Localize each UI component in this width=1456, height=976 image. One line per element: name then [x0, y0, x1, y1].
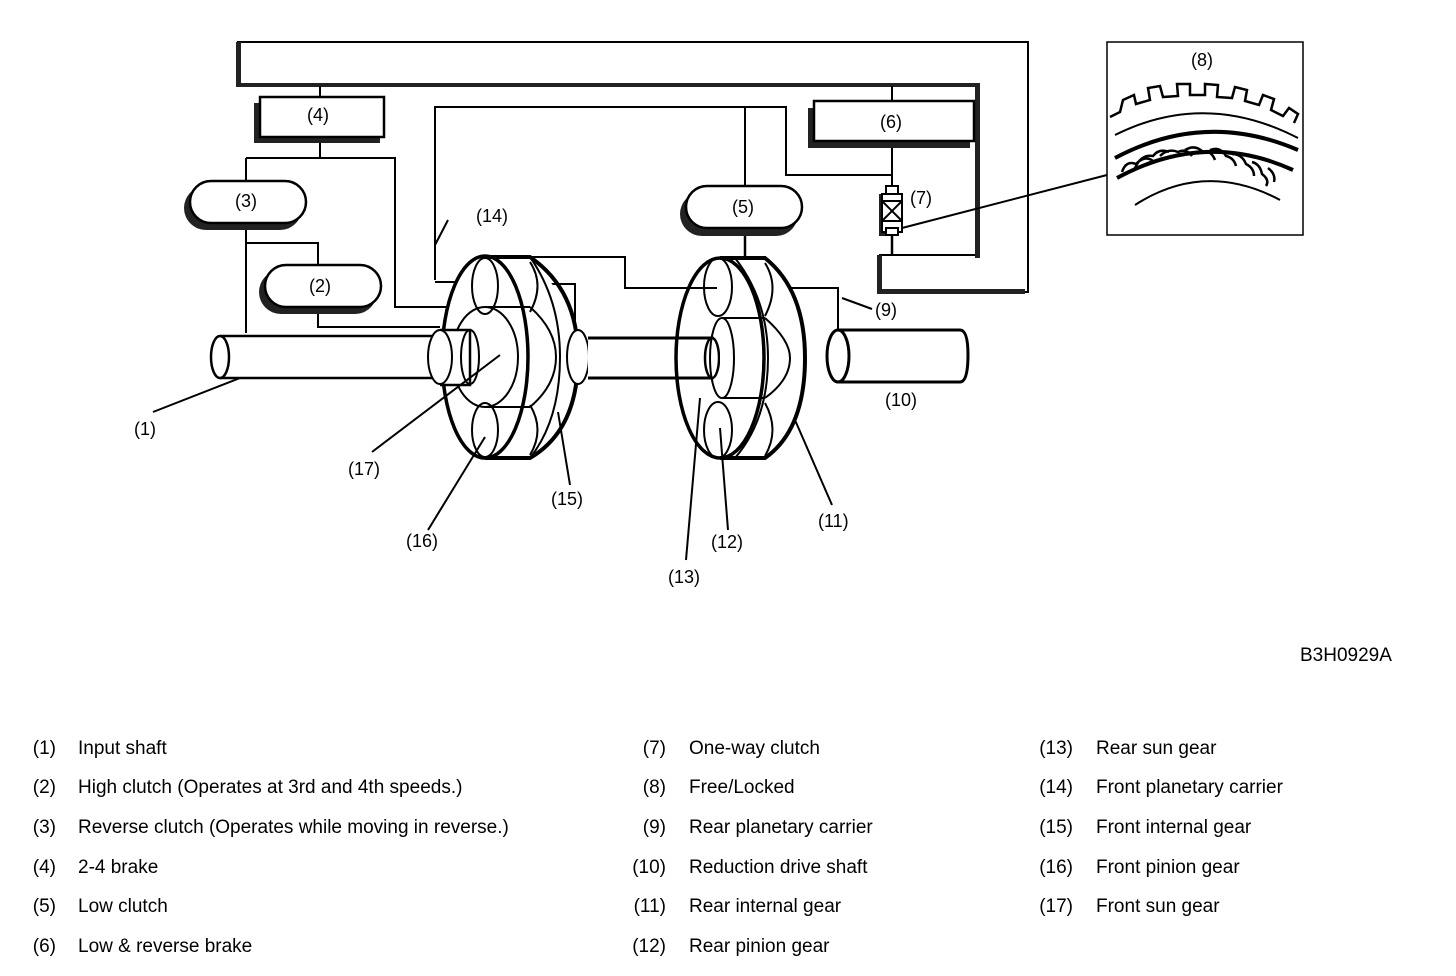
callout-5: (5) — [732, 197, 754, 217]
legend-column-3: (13) Rear sun gear (14) Front planetary ca… — [1033, 729, 1283, 927]
legend-number: (4) — [32, 856, 56, 878]
legend-item: (9) Rear planetary carrier — [626, 808, 873, 848]
legend-label: Low & reverse brake — [78, 935, 253, 957]
legend-item: (14) Front planetary carrier — [1033, 769, 1283, 809]
legend-label: Front planetary carrier — [1096, 777, 1283, 799]
legend-number: (17) — [1039, 896, 1073, 918]
legend-number: (6) — [32, 935, 56, 957]
legend-item: (3) Reverse clutch (Operates while moving… — [28, 808, 509, 848]
callout-15: (15) — [551, 489, 583, 509]
legend-item: (5) Low clutch — [28, 887, 509, 927]
leader-line-8 — [901, 174, 1108, 229]
legend-number: (7) — [642, 737, 666, 759]
callout-12: (12) — [711, 532, 743, 552]
callout-6: (6) — [880, 112, 902, 132]
legend-label: One-way clutch — [689, 737, 820, 759]
leader-lines — [152, 219, 873, 561]
legend-label: Front internal gear — [1096, 816, 1252, 838]
low-clutch: (5) — [680, 184, 804, 236]
legend-number: (3) — [32, 816, 56, 838]
legend-number: (13) — [1039, 737, 1073, 759]
high-clutch: (2) — [259, 263, 383, 314]
legend-item: (11) Rear internal gear — [626, 887, 873, 927]
callout-2: (2) — [309, 276, 331, 296]
reduction-drive-shaft — [825, 328, 970, 384]
planetary-gear-diagram: (4) (6) (3) (2) (5) (7) — [134, 41, 1304, 587]
callout-11: (11) — [818, 511, 849, 531]
legend-label: Reverse clutch (Operates while moving in… — [78, 816, 509, 838]
legend-number: (9) — [642, 816, 666, 838]
callout-16: (16) — [406, 531, 438, 551]
callout-10: (10) — [885, 390, 917, 410]
legend-item: (1) Input shaft — [28, 729, 509, 769]
input-shaft — [209, 334, 447, 380]
legend-number: (14) — [1039, 777, 1073, 799]
legend-label: Low clutch — [78, 896, 168, 918]
legend-number: (12) — [632, 935, 666, 957]
front-planetary-set — [427, 254, 590, 460]
callout-14: (14) — [476, 206, 508, 226]
legend-item: (2) High clutch (Operates at 3rd and 4th … — [28, 769, 509, 809]
low-reverse-brake: (6) — [808, 99, 976, 148]
legend-item: (12) Rear pinion gear — [626, 927, 873, 967]
rear-planetary-set — [650, 256, 808, 460]
legend-item: (15) Front internal gear — [1033, 808, 1283, 848]
legend-label: Free/Locked — [689, 777, 795, 799]
legend-label: Rear pinion gear — [689, 935, 830, 957]
legend-number: (10) — [632, 856, 666, 878]
callout-1: (1) — [134, 419, 156, 439]
figure-code: B3H0929A — [1300, 645, 1392, 666]
legend-number: (1) — [32, 737, 56, 759]
brake-2-4: (4) — [254, 95, 386, 143]
callout-17: (17) — [348, 459, 380, 479]
legend-item: (6) Low & reverse brake — [28, 927, 509, 967]
legend-number: (5) — [32, 896, 56, 918]
legend-label: Front pinion gear — [1096, 856, 1240, 878]
legend-item: (7) One-way clutch — [626, 729, 873, 769]
legend-item: (8) Free/Locked — [626, 769, 873, 809]
legend-number: (15) — [1039, 816, 1073, 838]
intermediate-shaft — [588, 336, 721, 380]
transmission-case — [236, 41, 1029, 294]
callout-4: (4) — [307, 105, 329, 125]
one-way-clutch: (7) — [879, 185, 932, 236]
legend-item: (4) 2-4 brake — [28, 848, 509, 888]
callout-7: (7) — [910, 188, 932, 208]
legend-label: Rear sun gear — [1096, 737, 1217, 759]
callout-13: (13) — [668, 567, 700, 587]
legend-label: High clutch (Operates at 3rd and 4th spe… — [78, 777, 463, 799]
legend-item: (17) Front sun gear — [1033, 887, 1283, 927]
legend-number: (2) — [32, 777, 56, 799]
callout-3: (3) — [235, 191, 257, 211]
legend-number: (8) — [642, 777, 666, 799]
legend-label: 2-4 brake — [78, 856, 159, 878]
free-locked-detail-inset: (8) — [1106, 41, 1304, 236]
callout-8: (8) — [1191, 50, 1213, 70]
legend-item: (16) Front pinion gear — [1033, 848, 1283, 888]
legend-column-1: (1) Input shaft (2) High clutch (Operates … — [28, 729, 509, 967]
callout-9: (9) — [875, 300, 897, 320]
legend-item: (13) Rear sun gear — [1033, 729, 1283, 769]
legend-label: Rear planetary carrier — [689, 816, 873, 838]
legend-number: (11) — [633, 896, 666, 918]
legend-item: (10) Reduction drive shaft — [626, 848, 873, 888]
legend-label: Rear internal gear — [689, 896, 842, 918]
reverse-clutch: (3) — [184, 179, 308, 230]
legend-number: (16) — [1039, 856, 1073, 878]
legend-label: Input shaft — [78, 737, 167, 759]
legend-label: Reduction drive shaft — [689, 856, 868, 878]
legend-column-2: (7) One-way clutch (8) Free/Locked (9) Rear… — [626, 729, 873, 967]
legend-label: Front sun gear — [1096, 896, 1220, 918]
